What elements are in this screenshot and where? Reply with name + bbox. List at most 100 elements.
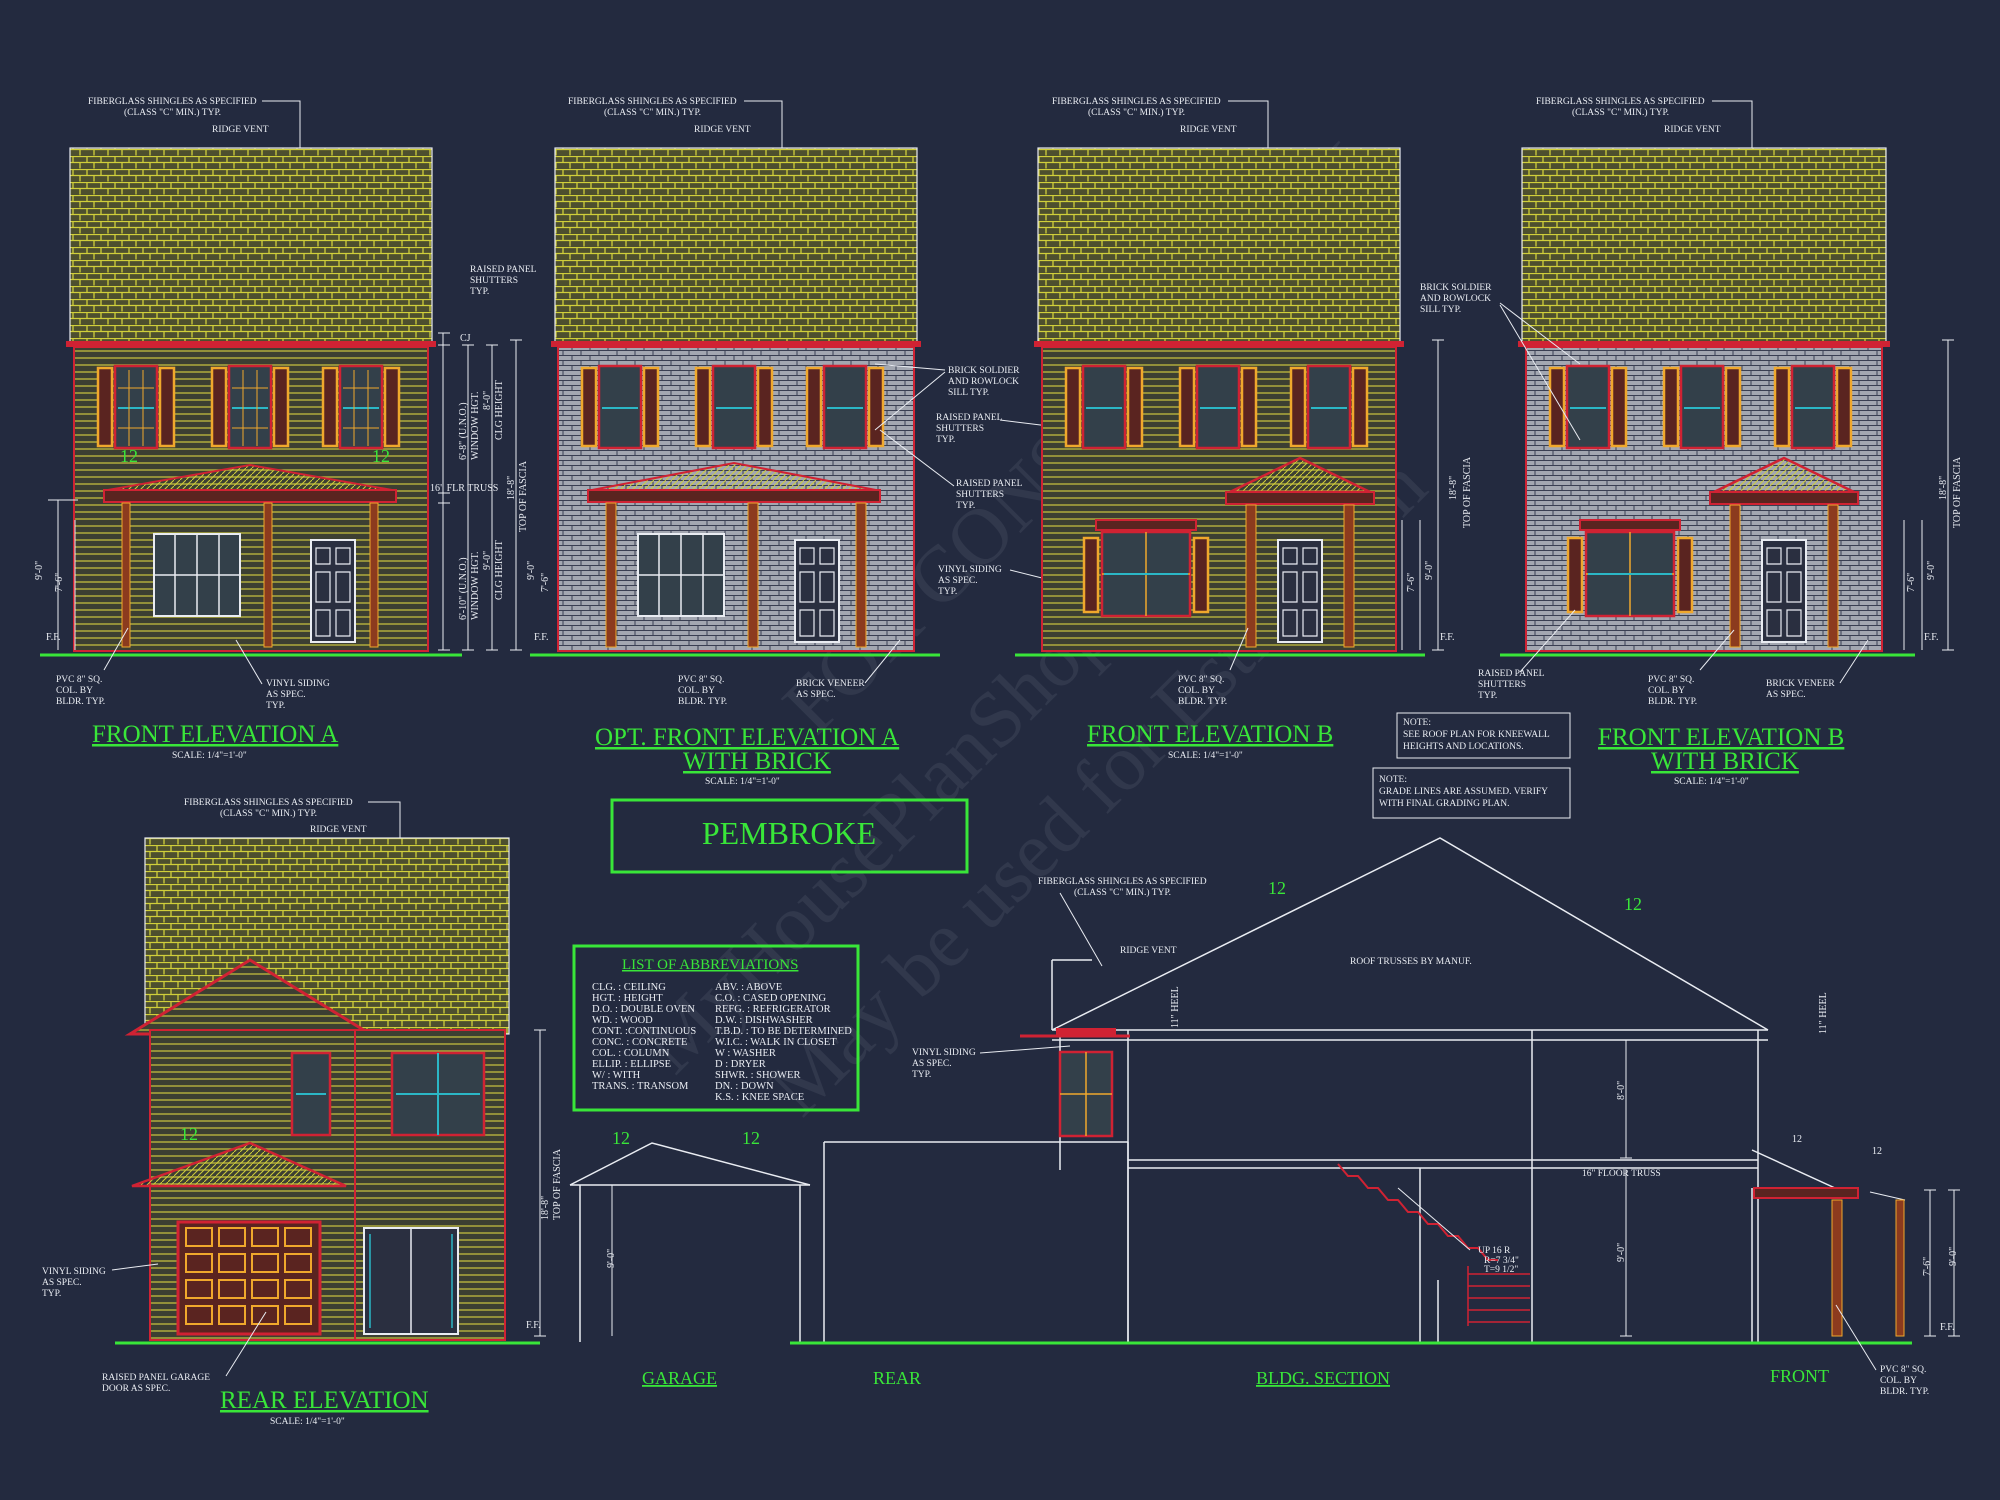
front-elevation-b-title: FRONT ELEVATION B [1087,721,1333,748]
front-elevation-b-brick: F.F. 18'-8" TOP OF FASCIA 9'-0" 7'-6" FI… [1420,97,1963,787]
opt-front-a-title: OPT. FRONT ELEVATION A [595,724,899,751]
pitch: 12 [612,1128,630,1148]
pitch: 12 [742,1128,760,1148]
note-pvc: PVC 8" SQ. [1648,675,1694,685]
dim-9: 9'-0" [1948,1247,1959,1266]
note-ridge-vent: RIDGE VENT [310,825,367,835]
abbr-item: HGT. : HEIGHT [592,993,663,1004]
opt-front-a-title-2: WITH BRICK [683,748,831,775]
front-door [310,539,356,643]
fascia [66,341,436,347]
note-pvc-3: BLDR. TYP. [678,697,727,707]
note-stair-2: R=7 3/4" [1484,1256,1519,1266]
note-pvc-3: BLDR. TYP. [1648,697,1697,707]
abbr-item: ABV. : ABOVE [715,982,782,993]
dim-7-6: 7'-6" [540,573,551,592]
note-shutters-3: TYP. [956,501,975,511]
note-brick-soldier: BRICK SOLDIER [948,366,1020,376]
note-ridge-vent: RIDGE VENT [1664,125,1721,135]
note-vinyl: VINYL SIDING [938,565,1002,575]
abbr-item: CLG. : CEILING [592,982,666,993]
note-shingles-2: (CLASS "C" MIN.) TYP. [1572,107,1669,118]
note-brick-soldier: BRICK SOLDIER [1420,283,1492,293]
middle-notes: BRICK SOLDIER AND ROWLOCK SILL TYP. RAIS… [874,363,1066,597]
note-vinyl-3: TYP. [42,1289,61,1299]
abbr-item: ELLIP. : ELLIPSE [592,1059,671,1070]
note-pvc-3: BLDR. TYP. [1880,1387,1929,1397]
abbr-item: REFG. : REFRIGERATOR [715,1004,831,1015]
abbreviations-title: LIST OF ABBREVIATIONS [622,957,798,973]
note-vinyl-3: TYP. [938,587,957,597]
ff-label: F.F. [1924,632,1939,643]
note-shutters-2: SHUTTERS [1478,680,1526,690]
note-label: NOTE: [1403,718,1431,728]
abbr-item: T.B.D. : TO BE DETERMINED [715,1026,852,1037]
note-heel: 11" HEEL [1170,986,1181,1028]
note-shutters-2: SHUTTERS [956,490,1004,500]
note-pvc: PVC 8" SQ. [56,675,102,685]
note-ridge-vent: RIDGE VENT [212,125,269,135]
dim-clg-1st: 9'-0" [482,551,493,570]
note-vinyl-3: TYP. [266,701,285,711]
rear-elevation-scale: SCALE: 1/4"=1'-0" [270,1417,345,1427]
roof [69,147,433,346]
note-shingles-2: (CLASS "C" MIN.) TYP. [1088,107,1185,118]
plan-title-block: PEMBROKE [610,798,969,874]
note-label: NOTE: [1379,775,1407,785]
front-elevation-a-title: FRONT ELEVATION A [92,721,338,748]
ff-label: F.F. [534,632,549,643]
note-vinyl: VINYL SIDING [266,679,330,689]
abbreviations-left: CLG. : CEILING HGT. : HEIGHT D.O. : DOUB… [592,982,696,1092]
note-shingles: FIBERGLASS SHINGLES AS SPECIFIED [1038,877,1207,887]
abbr-item: CONT. :CONTINUOUS [592,1026,696,1037]
note-pvc-2: COL. BY [1648,686,1685,696]
note-shingles: FIBERGLASS SHINGLES AS SPECIFIED [184,798,353,808]
ff-label: F.F. [526,1320,541,1331]
abbr-item: COL. : COLUMN [592,1048,670,1059]
dim-top-fascia-b: TOP OF FASCIA [1952,456,1963,528]
abbr-item: W.I.C. : WALK IN CLOSET [715,1037,837,1048]
pitch: 12 [1624,894,1642,914]
dim-clg-2nd-b: CLG HEIGHT [494,380,505,440]
front-a-notes: FIBERGLASS SHINGLES AS SPECIFIED (CLASS … [56,97,338,761]
abbr-item: W/ : WITH [592,1070,641,1081]
note-shutters-3: TYP. [470,287,489,297]
plan-title: PEMBROKE [702,815,876,851]
opt-front-a-scale: SCALE: 1/4"=1'-0" [705,777,780,787]
dim-9: 9'-0" [606,1249,617,1268]
abbreviations-right: ABV. : ABOVE C.O. : CASED OPENING REFG. … [715,982,852,1103]
note-shingles-2: (CLASS "C" MIN.) TYP. [1074,887,1171,898]
note-shutters-3: TYP. [1478,691,1497,701]
front-elevation-b: F.F. 18'-8" TOP OF FASCIA 9'-0" 7'-6" FI… [1015,97,1473,761]
dim-flr-truss: 16" FLR TRUSS [430,483,498,494]
note-ridge-vent: RIDGE VENT [1120,946,1177,956]
note-vinyl-2: AS SPEC. [266,690,306,700]
note-heel: 11" HEEL [1818,992,1829,1034]
note-pvc-2: COL. BY [56,686,93,696]
dim-top-fascia-b: TOP OF FASCIA [1462,456,1473,528]
note-brick-soldier-3: SILL TYP. [1420,305,1461,315]
note-shingles: FIBERGLASS SHINGLES AS SPECIFIED [88,97,257,107]
dim-9: 9'-0" [34,561,45,580]
note-brick-veneer: BRICK VENEER [1766,679,1835,689]
abbr-item: SHWR. : SHOWER [715,1070,800,1081]
note-shutters: RAISED PANEL [470,265,537,275]
dim-win-2nd: 6'-8" (U.N.O.) [458,402,469,460]
dim-clg-1st-b: CLG HEIGHT [494,540,505,600]
note-vinyl: VINYL SIDING [42,1267,106,1277]
dim-9: 9'-0" [1424,561,1435,580]
dim-win-1st-b: WINDOW HGT. [470,551,481,620]
dim-win-2nd-b: WINDOW HGT. [470,391,481,460]
dim-win-1st: 6'-10" (U.N.O.) [458,557,469,620]
front-elevation-b-scale: SCALE: 1/4"=1'-0" [1168,751,1243,761]
ff-label: F.F. [1940,1322,1955,1333]
pitch: 12 [1872,1146,1882,1157]
garage-door [176,1220,322,1336]
note-shingles-2: (CLASS "C" MIN.) TYP. [220,808,317,819]
note-brick-soldier-3: SILL TYP. [948,388,989,398]
front-b-brick-title-2: WITH BRICK [1651,748,1799,775]
bldg-section-label: BLDG. SECTION [1256,1368,1390,1388]
dim-7-6: 7'-6" [54,573,65,592]
opt-front-elevation-a: F.F. 9'-0" 7'-6" FIBERGLASS SHINGLES AS … [526,97,940,787]
note-pvc-3: BLDR. TYP. [1178,697,1227,707]
